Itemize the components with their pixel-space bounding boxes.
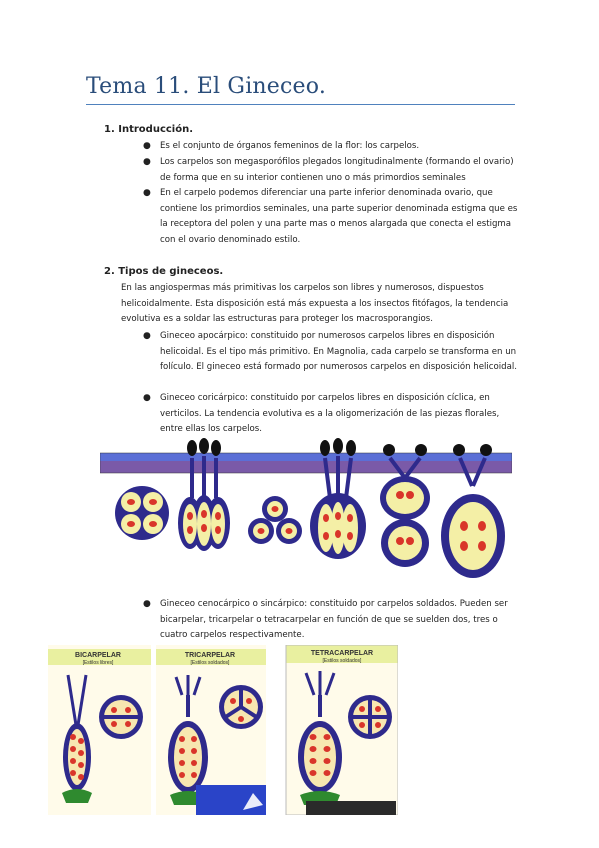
gynoecium-types-illustration xyxy=(100,438,512,578)
syncarpic-types-illustration: BICARPELAR [Estilos libres] TRICARPELAR … xyxy=(48,645,398,815)
bullet-icon: ● xyxy=(143,157,151,167)
list-item: ● Gineceo apocárpico: constituido por nu… xyxy=(143,331,518,373)
bullet-icon: ● xyxy=(143,599,151,609)
title-rule xyxy=(86,104,515,105)
list-item: ● Gineceo coricárpico: constituido por c… xyxy=(143,393,500,435)
bullet-icon: ● xyxy=(143,141,151,151)
panel-label-tetracarpelar: TETRACARPELAR xyxy=(311,650,373,657)
list-item: ● Los carpelos son megasporófilos plegad… xyxy=(143,157,514,183)
list-item: ● En el carpelo podemos diferenciar una … xyxy=(143,188,518,245)
bullet-icon: ● xyxy=(143,393,151,403)
cross-section-tetracarpelar xyxy=(348,695,392,739)
list-item: ● Es el conjunto de órganos femeninos de… xyxy=(143,139,520,155)
carpel-group-free-stalked xyxy=(178,438,230,551)
carpel-group-fused xyxy=(310,438,366,559)
cross-section-bicarpelar xyxy=(99,695,143,739)
pistil-tetracarpelar xyxy=(298,671,342,805)
panel-sub-bicarpelar: [Estilos libres] xyxy=(83,660,114,666)
section-heading-tipos: 2. Tipos de gineceos. xyxy=(104,266,224,277)
carpel-group-apocarpic xyxy=(115,486,169,540)
cross-section-tricarpelar xyxy=(219,685,263,729)
pistil-bicarpelar xyxy=(62,674,92,803)
carpel-group-whorled xyxy=(248,496,302,544)
photo-fragment xyxy=(306,801,396,815)
panel-label-bicarpelar: BICARPELAR xyxy=(75,652,121,659)
panel-sub-tricarpelar: [Estilos soldados] xyxy=(191,660,231,666)
page-title: Tema 11. El Gineceo. xyxy=(86,74,327,99)
list-item: ● Gineceo cenocárpico o sincárpico: cons… xyxy=(143,599,508,641)
section-heading-introduccion: 1. Introducción. xyxy=(104,124,194,135)
section-intro-paragraph: En las angiospermas más primitivas los c… xyxy=(121,283,509,325)
bullet-icon: ● xyxy=(143,331,151,341)
panel-sub-tetracarpelar: [Estilos soldados] xyxy=(323,658,363,664)
carpel-group-single-ovary xyxy=(441,444,505,578)
carpel-group-syncarpic-section xyxy=(380,444,430,567)
bullet-icon: ● xyxy=(143,188,151,198)
panel-label-tricarpelar: TRICARPELAR xyxy=(185,652,235,659)
